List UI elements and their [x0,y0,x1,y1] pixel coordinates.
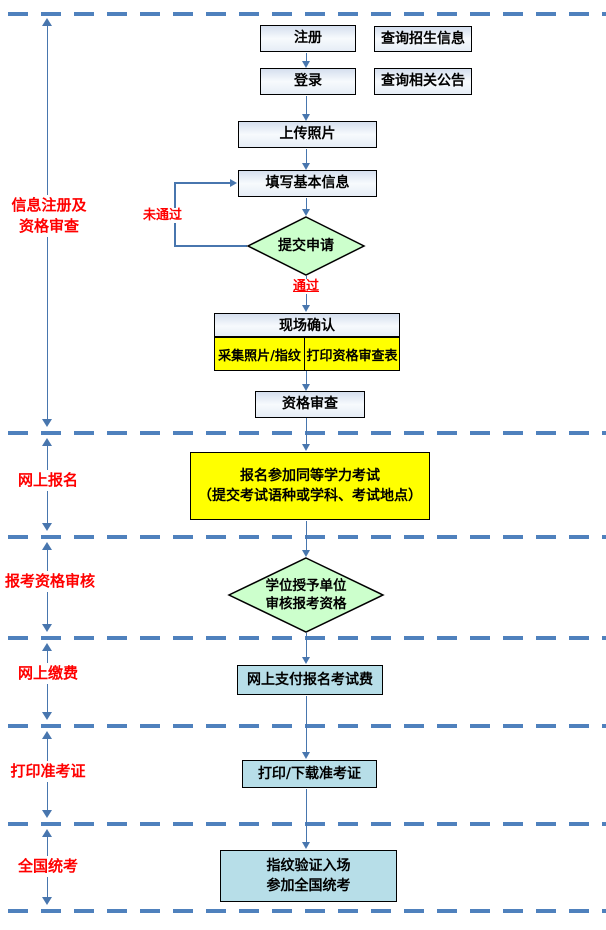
arrow-down-icon [302,752,310,759]
loopback-line [174,245,247,247]
arrow-down-icon [302,384,310,391]
connector-arrow [302,53,311,68]
node-print-ticket: 打印/下载准考证 [242,760,377,788]
connector-arrow [302,521,311,557]
stage-label-print-ticket: 打印准考证 [8,761,88,782]
node-label-line: 报名参加同等学力考试 [240,467,380,484]
arrow-down-icon [302,657,310,664]
diamond-shape [246,216,366,276]
node-label: 报名参加同等学力考试 （提交考试语种或学科、考试地点） [198,466,422,507]
node-label-line: 指纹验证入场 [266,857,351,874]
node-upload-photo: 上传照片 [238,121,377,148]
arrow-down-icon [302,444,310,451]
stage-label-line: 资格审查 [18,217,80,235]
arrow-down-icon [302,163,310,170]
arrow-down-icon [42,523,52,531]
node-onsite-confirmation-table: 现场确认 采集照片/指纹 打印资格审查表 [214,313,400,371]
arrow-right-icon [230,178,237,187]
node-label-line: 学位授予单位 [265,577,347,594]
stage-label-online-signup: 网上报名 [15,470,81,491]
connector-arrow [302,198,311,216]
connector-arrow [302,633,311,664]
arrow-down-icon [302,61,310,68]
node-pay-exam-fee: 网上支付报名考试费 [237,665,383,695]
arrow-down-icon [42,624,52,632]
stage-label-online-payment: 网上缴费 [15,663,81,684]
node-query-announcements: 查询相关公告 [374,68,472,95]
node-login: 登录 [260,68,356,95]
cell-collect-photo-fingerprint: 采集照片/指纹 [215,338,305,370]
arrow-up-icon [42,731,52,739]
arrow-down-icon [302,114,310,121]
arrow-up-icon [42,542,52,550]
node-submit-application: 提交申请 [246,216,366,276]
arrow-down-icon [42,897,52,905]
node-unit-review: 学位授予单位 审核报考资格 [227,557,385,633]
diamond-shape [227,557,385,633]
connector-arrow [302,418,311,451]
connector-arrow [302,696,311,759]
connector-arrow [302,96,311,121]
node-label-line: （提交考试语种或学科、考试地点） [198,488,422,504]
dashed-divider [8,909,606,913]
connector-arrow [302,371,311,391]
stage-label-qualification-check: 报考资格审核 [2,571,98,592]
arrow-down-icon [302,842,310,849]
table-row: 采集照片/指纹 打印资格审查表 [215,338,399,370]
node-qualification-review: 资格审查 [255,391,365,418]
node-register: 注册 [260,25,356,52]
connector-arrow [302,789,311,849]
loopback-line [174,182,230,184]
table-header-onsite-confirmation: 现场确认 [215,314,399,338]
stage-label-national-exam: 全国统考 [15,856,81,877]
node-exam-registration: 报名参加同等学力考试 （提交考试语种或学科、考试地点） [190,452,430,520]
connector-arrow [302,149,311,170]
arrow-up-icon [42,829,52,837]
arrow-up-icon [42,438,52,446]
diamond-label: 学位授予单位 审核报考资格 [266,577,347,613]
arrow-up-icon [42,643,52,651]
cell-print-review-form: 打印资格审查表 [306,348,398,364]
node-label-line: 审核报考资格 [265,596,347,612]
node-label: 指纹验证入场 参加全国统考 [267,856,351,897]
node-label-line: 参加全国统考 [266,878,351,894]
edge-label-passed: 通过 [291,279,321,294]
diamond-label: 提交申请 [278,237,334,254]
arrow-down-icon [42,712,52,720]
arrow-down-icon [302,550,310,557]
arrow-down-icon [302,209,310,216]
edge-label-not-passed: 未通过 [142,208,184,223]
stage-label-line: 信息注册及 [11,196,87,214]
dashed-divider [8,12,606,16]
arrow-up-icon [42,18,52,26]
arrow-down-icon [42,810,52,818]
stage-label-registration: 信息注册及 资格审查 [9,195,89,237]
arrow-down-icon [302,305,310,312]
node-fingerprint-entry: 指纹验证入场 参加全国统考 [220,850,397,902]
arrow-down-icon [42,419,52,427]
node-fill-basic-info: 填写基本信息 [238,170,377,197]
node-query-admission-info: 查询招生信息 [374,26,472,52]
